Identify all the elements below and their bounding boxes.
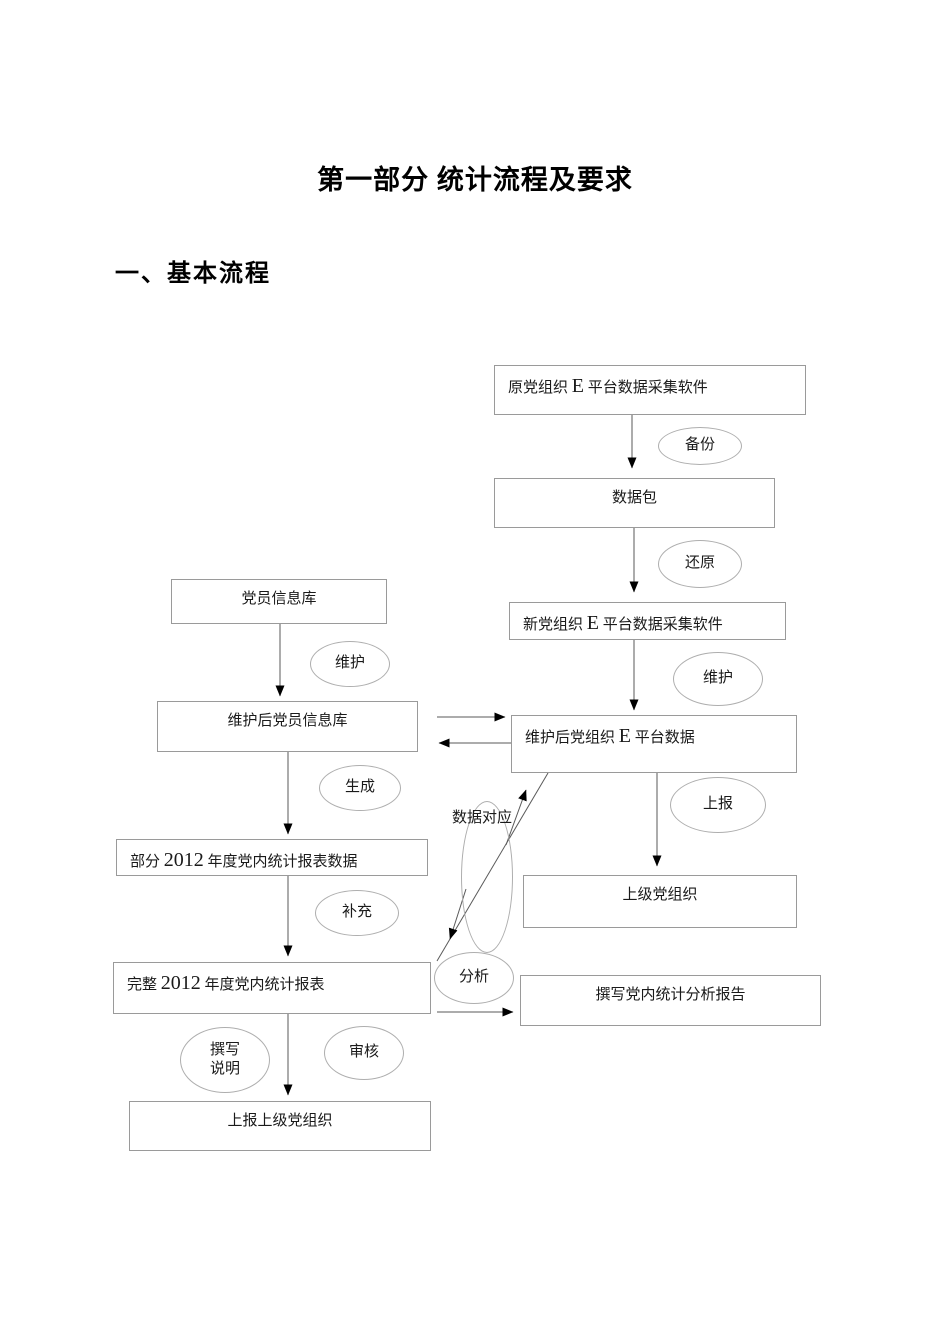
box-maintained-member-info-db: 维护后党员信息库 [157, 701, 418, 752]
box-new-software: 新党组织 E 平台数据采集软件 [509, 602, 786, 640]
ellipse-restore: 还原 [658, 540, 742, 588]
box-write-analysis-report: 撰写党内统计分析报告 [520, 975, 821, 1026]
box-member-info-db: 党员信息库 [171, 579, 387, 624]
box-complete-report: 完整 2012 年度党内统计报表 [113, 962, 431, 1014]
box-partial-report-data: 部分 2012 年度党内统计报表数据 [116, 839, 428, 876]
section-heading: 一、基本流程 [115, 261, 271, 287]
ellipse-supplement: 补充 [315, 890, 399, 936]
write-notes-line2: 说明 [209, 1061, 240, 1077]
ellipse-write-notes-text: 撰写 说明 [210, 1041, 240, 1080]
box-data-package: 数据包 [494, 478, 775, 528]
ellipse-backup: 备份 [658, 427, 742, 465]
box-source-software: 原党组织 E 平台数据采集软件 [494, 365, 806, 415]
ellipse-report-up: 上报 [670, 777, 766, 833]
ellipse-maintain-right: 维护 [673, 652, 763, 706]
box-submit-to-higher-org: 上报上级党组织 [129, 1101, 431, 1151]
ellipse-maintain-left: 维护 [310, 641, 390, 687]
write-notes-line1: 撰写 [209, 1041, 240, 1058]
page-title: 第一部分 统计流程及要求 [317, 165, 633, 195]
label-data-mapping: 数据对应 [452, 810, 513, 826]
ellipse-analyze: 分析 [434, 952, 514, 1004]
ellipse-write-notes: 撰写 说明 [180, 1027, 270, 1093]
ellipse-generate: 生成 [319, 765, 401, 811]
ellipse-review: 审核 [324, 1026, 404, 1080]
box-maintained-platform-data: 维护后党组织 E 平台数据 [511, 715, 797, 773]
box-higher-party-org: 上级党组织 [523, 875, 797, 928]
